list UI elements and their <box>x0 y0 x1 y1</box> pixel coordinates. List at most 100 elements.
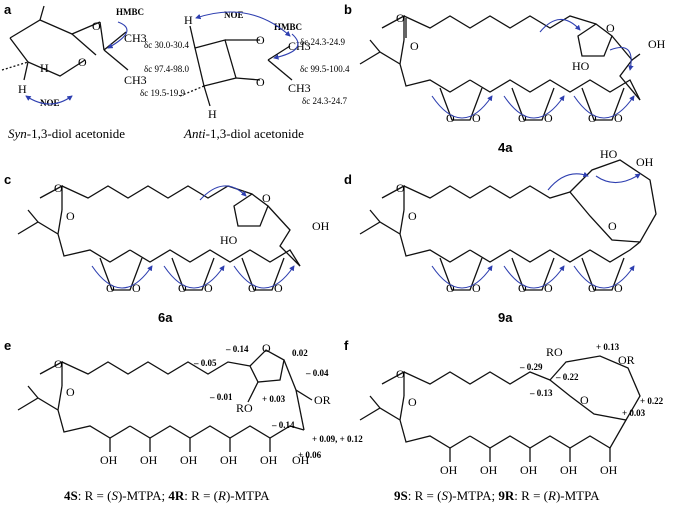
svg-text:OH: OH <box>520 463 538 477</box>
svg-text:O: O <box>54 357 63 371</box>
svg-text:OH: OH <box>560 463 578 477</box>
svg-text:O: O <box>446 281 455 295</box>
anti-shift-bottom: δc 24.3-24.7 <box>302 96 347 106</box>
svg-text:– 0.01: – 0.01 <box>209 392 233 402</box>
svg-text:HO: HO <box>572 59 590 73</box>
svg-text:O: O <box>472 281 481 295</box>
svg-text:OH: OH <box>100 453 118 467</box>
syn-caption: Syn-1,3-diol acetonide <box>8 126 125 141</box>
svg-text:OH: OH <box>180 453 198 467</box>
syn-acetonide-structure: O O H H CH3 CH3 HMBC δc 30.0-30.4 δc 97.… <box>1 5 189 108</box>
svg-text:O: O <box>606 21 615 35</box>
panel-label-b: b <box>344 2 352 17</box>
svg-text:+ 0.13: + 0.13 <box>596 342 620 352</box>
svg-text:O: O <box>518 281 527 295</box>
svg-text:RO: RO <box>546 345 563 359</box>
panel-e-caption: 4S: R = (S)-MTPA; 4R: R = (R)-MTPA <box>64 488 270 503</box>
svg-text:– 0.04: – 0.04 <box>305 368 329 378</box>
svg-text:OH: OH <box>636 155 654 169</box>
panel-label-d: d <box>344 172 352 187</box>
compound-4a-label: 4a <box>498 140 513 155</box>
anti-noe-label: NOE <box>224 10 244 20</box>
svg-text:– 0.05: – 0.05 <box>193 358 217 368</box>
svg-text:O: O <box>614 281 623 295</box>
svg-text:O: O <box>262 191 271 205</box>
svg-text:O: O <box>396 11 405 25</box>
svg-text:O: O <box>396 367 405 381</box>
syn-ch3-top: CH3 <box>124 31 147 45</box>
svg-text:OR: OR <box>618 353 635 367</box>
anti-shift-mid: δc 99.5-100.4 <box>300 64 350 74</box>
svg-text:O: O <box>544 111 553 125</box>
svg-text:O: O <box>106 281 115 295</box>
svg-text:O: O <box>262 341 271 355</box>
svg-text:O: O <box>614 111 623 125</box>
panel-label-a: a <box>4 2 12 17</box>
panel-label-f: f <box>344 338 349 353</box>
svg-text:+ 0.06: + 0.06 <box>298 450 322 460</box>
anti-oxygen-upper: O <box>256 33 265 47</box>
svg-text:O: O <box>408 209 417 223</box>
anti-h-lower: H <box>208 107 217 121</box>
syn-ch3-bottom: CH3 <box>124 73 147 87</box>
svg-text:– 0.29: – 0.29 <box>519 362 543 372</box>
svg-text:+ 0.22: + 0.22 <box>640 396 664 406</box>
svg-text:O: O <box>66 385 75 399</box>
syn-hmbc-arrow <box>107 21 128 49</box>
panel-e-deltas: – 0.05 – 0.14 0.02 – 0.01 + 0.03 – 0.04 … <box>193 344 363 460</box>
svg-text:– 0.14: – 0.14 <box>271 420 295 430</box>
svg-text:HO: HO <box>220 233 238 247</box>
svg-text:OR: OR <box>314 393 331 407</box>
syn-hmbc-label: HMBC <box>116 7 144 17</box>
svg-text:OH: OH <box>480 463 498 477</box>
svg-text:O: O <box>518 111 527 125</box>
svg-text:O: O <box>410 39 419 53</box>
syn-shift-top: δc 30.0-30.4 <box>144 40 189 50</box>
svg-text:+ 0.03: + 0.03 <box>262 394 286 404</box>
anti-oxygen-lower: O <box>256 75 265 89</box>
svg-text:OH: OH <box>260 453 278 467</box>
svg-text:OH: OH <box>312 219 330 233</box>
svg-text:O: O <box>396 181 405 195</box>
compound-9a-structure: O O HO OH O O O O O O O <box>359 147 657 295</box>
syn-h-upper: H <box>40 61 49 75</box>
anti-shift-top: δc 24.3-24.9 <box>300 37 345 47</box>
syn-h-lower: H <box>18 82 27 96</box>
svg-text:+ 0.03: + 0.03 <box>622 408 646 418</box>
svg-text:– 0.13: – 0.13 <box>529 388 553 398</box>
svg-text:O: O <box>178 281 187 295</box>
svg-text:HO: HO <box>600 147 618 161</box>
svg-text:O: O <box>248 281 257 295</box>
compound-9a-label: 9a <box>498 310 513 325</box>
anti-noe-arrow <box>195 11 291 37</box>
anti-acetonide-structure: O O H H CH3 CH3 NOE HMBC δc 24.3-24.9 δc… <box>179 10 350 121</box>
panel-label-c: c <box>4 172 11 187</box>
anti-h-upper: H <box>184 13 193 27</box>
svg-text:O: O <box>446 111 455 125</box>
svg-text:OH: OH <box>440 463 458 477</box>
svg-text:RO: RO <box>236 401 253 415</box>
svg-text:O: O <box>408 395 417 409</box>
svg-text:O: O <box>66 209 75 223</box>
svg-text:O: O <box>588 111 597 125</box>
svg-text:O: O <box>54 181 63 195</box>
panel-label-e: e <box>4 338 11 353</box>
anti-ch3-bottom: CH3 <box>288 81 311 95</box>
compound-9-mtpa-structure: O O RO OR O OH OH OH OH OH <box>359 345 641 477</box>
svg-text:OH: OH <box>648 37 666 51</box>
syn-shift-bottom: δc 19.5-19.9 <box>140 88 185 98</box>
svg-text:O: O <box>588 281 597 295</box>
panel-f-caption: 9S: R = (S)-MTPA; 9R: R = (R)-MTPA <box>394 488 600 503</box>
svg-text:OH: OH <box>600 463 618 477</box>
syn-oxygen-upper: O <box>92 19 101 33</box>
svg-text:OH: OH <box>292 453 310 467</box>
compound-4a-structure: O O O HO OH O O O O O O <box>359 11 666 125</box>
svg-text:OH: OH <box>220 453 238 467</box>
compound-4-mtpa-structure: O O O RO OR OH OH OH OH OH OH <box>17 341 331 467</box>
syn-noe-arrow <box>25 95 73 105</box>
svg-text:O: O <box>274 281 283 295</box>
anti-hmbc-arrow <box>273 33 299 60</box>
svg-text:O: O <box>472 111 481 125</box>
anti-ch3-top: CH3 <box>288 39 311 53</box>
